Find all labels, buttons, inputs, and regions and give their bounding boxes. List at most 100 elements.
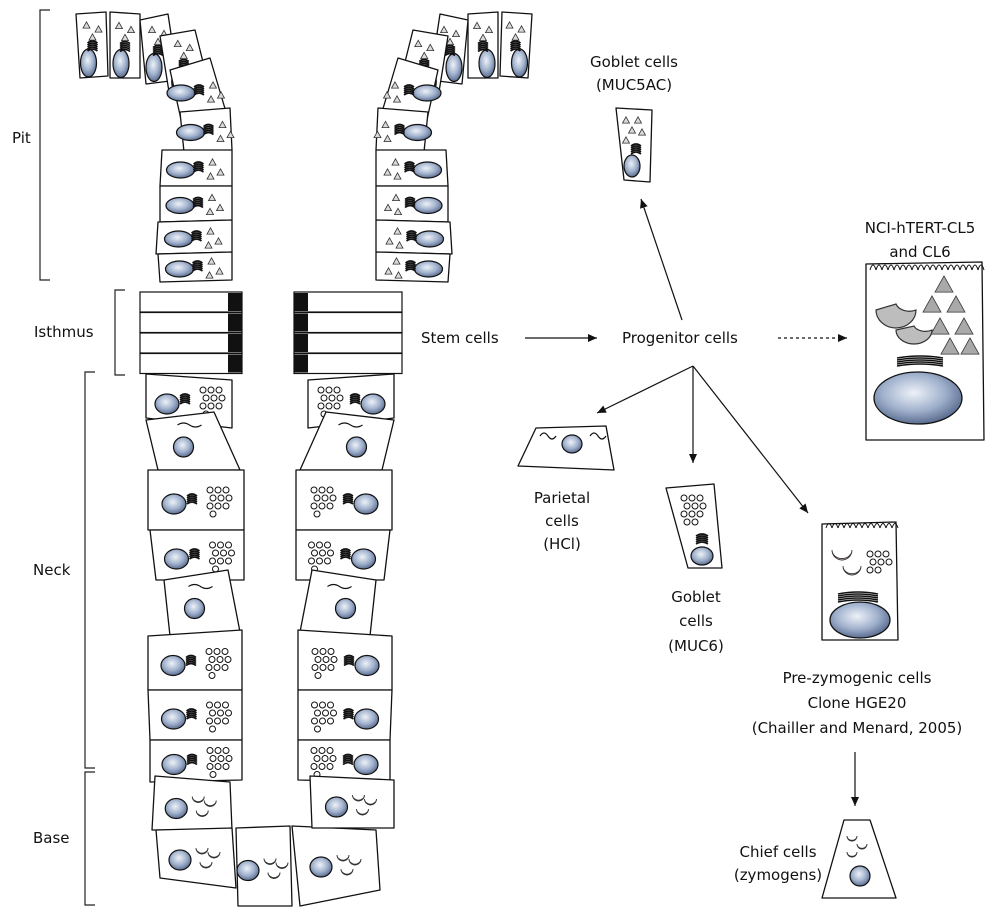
- granule: [203, 395, 209, 401]
- granule: [311, 487, 317, 493]
- nucleus: [166, 261, 194, 277]
- neck-cell-left: [148, 630, 242, 690]
- goblet-cell-muc6: [666, 484, 722, 568]
- nucleus: [162, 494, 186, 514]
- granule: [311, 764, 317, 770]
- stem-cell-outline: [140, 354, 242, 374]
- stem-cell-outline: [294, 333, 402, 353]
- stem-cell-right: [294, 313, 402, 333]
- granule: [222, 665, 228, 671]
- granule: [878, 559, 884, 565]
- nucleus: [624, 155, 640, 177]
- granule: [328, 665, 334, 671]
- granule: [209, 657, 215, 663]
- granule: [320, 550, 326, 556]
- granule: [214, 649, 220, 655]
- pit-cell-left: [177, 108, 235, 152]
- nucleus: [414, 198, 442, 214]
- nucleus: [850, 866, 870, 886]
- granule: [210, 756, 216, 762]
- granule: [314, 756, 320, 762]
- neck-cell-left: [148, 690, 242, 740]
- chief-cell-base: [152, 776, 232, 830]
- granule: [208, 387, 214, 393]
- granule: [328, 702, 334, 708]
- nucleus: [81, 49, 97, 77]
- granule: [322, 756, 328, 762]
- granule: [330, 756, 336, 762]
- granule: [334, 387, 340, 393]
- chief-cell-outline: [152, 776, 232, 830]
- granule: [208, 403, 214, 409]
- granule: [320, 718, 326, 724]
- granule: [223, 702, 229, 708]
- parietal-label-1: Parietal: [534, 488, 590, 509]
- granule: [323, 657, 329, 663]
- nucleus: [169, 850, 191, 870]
- progenitor-cells-label: Progenitor cells: [622, 328, 738, 349]
- nucleus: [354, 755, 378, 775]
- stem-cell-right: [294, 333, 402, 353]
- granule: [315, 657, 321, 663]
- granule: [207, 764, 213, 770]
- nucleus: [355, 709, 379, 729]
- granule: [315, 673, 321, 679]
- granule: [681, 495, 687, 501]
- neck-cell-right: [296, 470, 392, 530]
- granule: [337, 395, 343, 401]
- stem-cell-outline: [140, 333, 242, 353]
- granule: [312, 702, 318, 708]
- goblet-muc6-label-1: Goblet: [671, 587, 721, 608]
- chief-cell-outline: [310, 776, 394, 828]
- chief-cell-outline: [292, 826, 380, 906]
- granule: [320, 665, 326, 671]
- granule: [312, 665, 318, 671]
- granule: [320, 649, 326, 655]
- granule: [314, 511, 320, 517]
- stem-cell-right: [294, 292, 402, 312]
- stem-cell-brush: [228, 334, 242, 352]
- granule: [323, 710, 329, 716]
- nucleus: [162, 709, 186, 729]
- nucleus: [161, 656, 185, 676]
- nucleus: [167, 162, 195, 178]
- granule: [684, 519, 690, 525]
- granule: [218, 542, 224, 548]
- granule: [689, 511, 695, 517]
- nucleus: [413, 85, 441, 101]
- nucleus: [874, 372, 962, 424]
- granule: [312, 649, 318, 655]
- granule: [334, 403, 340, 409]
- gland-cells: [76, 12, 532, 906]
- granule: [883, 551, 889, 557]
- granule: [328, 718, 334, 724]
- granule: [327, 748, 333, 754]
- nucleus: [446, 54, 462, 82]
- granule: [222, 649, 228, 655]
- stem-cell-left: [140, 292, 242, 312]
- granule: [319, 503, 325, 509]
- granule: [327, 764, 333, 770]
- nucleus: [355, 656, 379, 676]
- nucleus: [113, 50, 129, 78]
- granule: [223, 503, 229, 509]
- granule: [215, 718, 221, 724]
- prezymogenic-label-1: Pre-zymogenic cells: [783, 668, 932, 689]
- neck-cell-right: [298, 630, 392, 690]
- zone-label-base: Base: [33, 828, 70, 849]
- nucleus: [310, 857, 332, 877]
- nucleus: [415, 261, 443, 277]
- granule: [215, 764, 221, 770]
- granule: [215, 702, 221, 708]
- granule: [218, 710, 224, 716]
- granule: [209, 673, 215, 679]
- granule: [215, 503, 221, 509]
- nucleus: [414, 162, 442, 178]
- granule: [216, 403, 222, 409]
- pit-cell-right: [376, 252, 450, 282]
- granule: [226, 542, 232, 548]
- nucleus: [326, 797, 348, 817]
- zone-label-neck: Neck: [33, 560, 70, 581]
- base-bracket: [85, 772, 95, 905]
- granule: [218, 558, 224, 564]
